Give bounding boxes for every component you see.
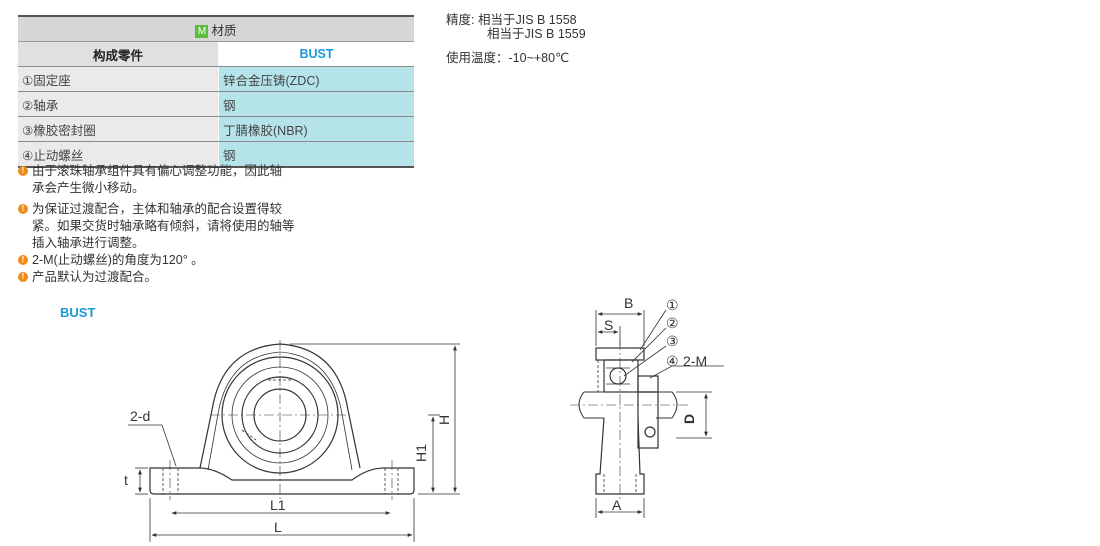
note-2-line-2: 紧。如果交货时轴承略有倾斜，请将使用的轴等 <box>32 219 295 233</box>
dim-label-2-m: 2-M <box>683 353 707 369</box>
front-dimension-lines <box>128 343 460 542</box>
side-collar-body <box>637 391 659 449</box>
note-4-text: 产品默认为过渡配合。 <box>32 270 158 284</box>
temperature-value: 使用温度：-10~+80℃ <box>446 51 570 65</box>
callout-3: ③ <box>666 333 679 349</box>
material-cell: 钢 <box>218 91 414 117</box>
note-2: ! 为保证过渡配合，主体和轴承的配合设置得较 紧。如果交货时轴承略有倾斜，请将使… <box>18 201 338 252</box>
warning-icon: ! <box>18 166 28 176</box>
side-dimension-labels: B S A D ① ② ③ ④ 2-M <box>604 295 707 513</box>
table-row: ①固定座 锌合金压铸(ZDC) <box>18 66 414 92</box>
accuracy-label: 精度: <box>446 13 475 27</box>
warning-icon: ! <box>18 255 28 265</box>
temperature-line: 使用温度：-10~+80℃ <box>446 51 586 65</box>
dim-label-d: D <box>681 414 697 424</box>
note-1: ! 由于滚珠轴承组件具有偏心调整功能，因此轴 承会产生微小移动。 <box>18 163 338 197</box>
note-3: ! 2-M(止动螺丝)的角度为120° 。 <box>18 252 338 269</box>
dim-label-l1: L1 <box>270 497 286 513</box>
warning-icon: ! <box>18 204 28 214</box>
drawing-model-label: BUST <box>60 305 96 320</box>
note-2-line-3: 插入轴承进行调整。 <box>32 236 145 250</box>
table-row: ②轴承 钢 <box>18 91 414 117</box>
front-pedestal-inner <box>207 351 353 471</box>
dim-label-h: H <box>436 415 452 425</box>
side-set-screw-collar <box>637 375 659 393</box>
material-table-header: 构成零件 BUST <box>18 41 414 67</box>
side-screw-hole <box>644 426 656 438</box>
side-ball <box>609 367 627 385</box>
notes: ! 由于滚珠轴承组件具有偏心调整功能，因此轴 承会产生微小移动。 ! 为保证过渡… <box>18 163 338 286</box>
material-cell: 丁腈橡胶(NBR) <box>218 116 414 142</box>
accuracy-line-1: 精度: 相当于JIS B 1558 <box>446 13 586 27</box>
part-cell: ④止动螺丝 <box>18 141 219 168</box>
front-base-outline <box>149 467 415 495</box>
table-row: ④止动螺丝 钢 <box>18 141 414 168</box>
dim-label-l: L <box>274 519 282 535</box>
dim-label-t: t <box>124 472 128 488</box>
note-3-text: 2-M(止动螺丝)的角度为120° 。 <box>32 253 204 267</box>
material-title-text: 材质 <box>211 23 237 38</box>
header-part: 构成零件 <box>18 41 219 67</box>
dim-label-a: A <box>612 497 622 513</box>
side-dimension-lines <box>595 309 724 518</box>
table-row: ③橡胶密封圈 丁腈橡胶(NBR) <box>18 116 414 142</box>
bolt-hole-hidden-lines <box>162 379 399 494</box>
material-cell: 钢 <box>218 141 414 168</box>
dim-label-h1: H1 <box>413 444 429 462</box>
accuracy-value-2: 相当于JIS B 1559 <box>487 27 586 41</box>
note-4: ! 产品默认为过渡配合。 <box>18 269 338 286</box>
dim-label-s: S <box>604 317 613 333</box>
dim-label-2-d: 2-d <box>130 408 150 424</box>
front-view <box>128 340 460 542</box>
side-hidden-lines <box>597 360 637 494</box>
dim-label-b: B <box>624 295 633 311</box>
spec-block: 精度: 相当于JIS B 1558 相当于JIS B 1559 使用温度：-10… <box>446 13 586 65</box>
note-1-line-1: 由于滚珠轴承组件具有偏心调整功能，因此轴 <box>32 164 283 178</box>
front-center-lines <box>169 340 393 500</box>
part-cell: ②轴承 <box>18 91 219 117</box>
header-model: BUST <box>218 41 414 67</box>
callout-1: ① <box>666 297 679 313</box>
material-badge-icon: M <box>195 24 209 38</box>
side-view <box>570 309 724 518</box>
accuracy-line-2: 相当于JIS B 1559 <box>446 27 586 41</box>
side-shaft <box>578 391 678 419</box>
callout-4: ④ <box>666 353 679 369</box>
part-cell: ③橡胶密封圈 <box>18 116 219 142</box>
part-cell: ①固定座 <box>18 66 219 92</box>
note-2-line-1: 为保证过渡配合，主体和轴承的配合设置得较 <box>32 202 283 216</box>
warning-icon: ! <box>18 272 28 282</box>
side-center-lines <box>570 340 690 500</box>
side-bearing-block <box>603 359 639 393</box>
callout-2: ② <box>666 315 679 331</box>
note-1-line-2: 承会产生微小移动。 <box>32 181 145 195</box>
material-cell: 锌合金压铸(ZDC) <box>218 66 414 92</box>
front-dimension-labels: 2-d t H1 H L1 L <box>124 408 452 535</box>
accuracy-value-1: 相当于JIS B 1558 <box>477 13 577 27</box>
